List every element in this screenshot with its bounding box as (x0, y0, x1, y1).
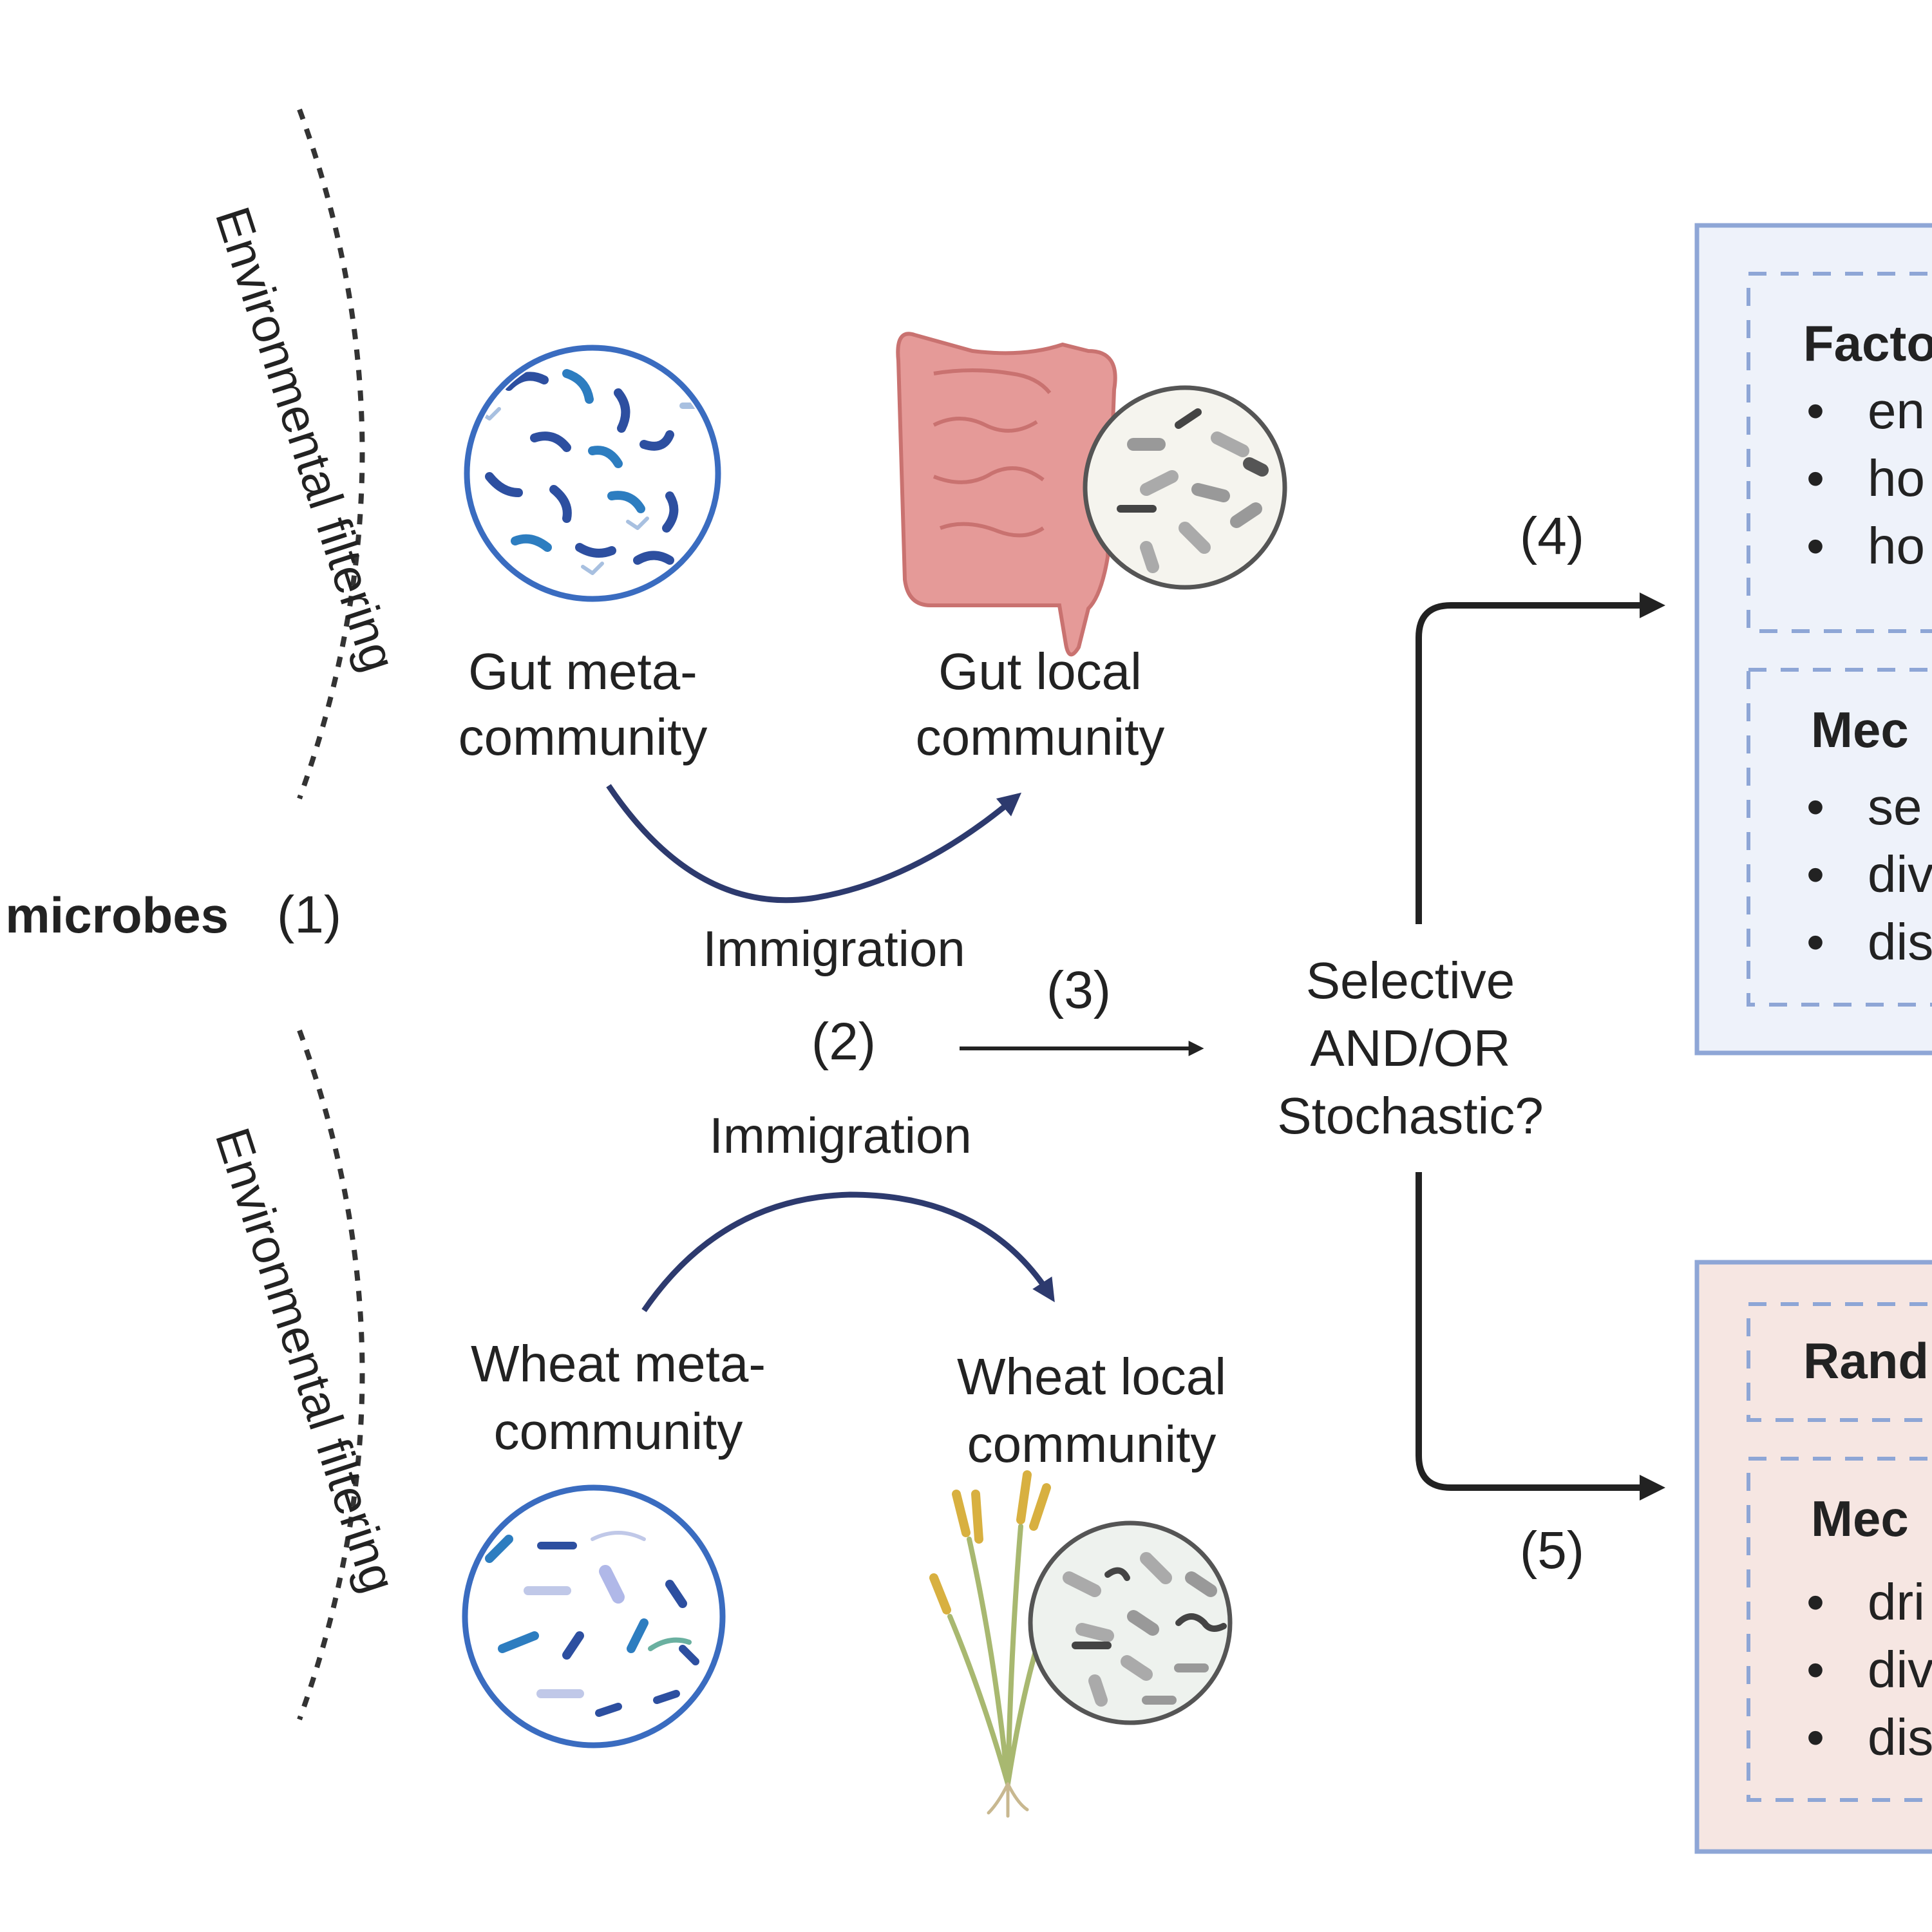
wheat-local-community-line1: Wheat local (957, 1348, 1226, 1405)
gut-intestine-icon (896, 332, 1117, 657)
factor-item-1: en (1868, 382, 1925, 439)
stochastic-mechanisms-heading: Mec (1811, 1490, 1909, 1547)
selective-outcome-box: Facto • en • ho • ho Mec • se • div • di… (1694, 223, 1932, 1056)
gut-meta-community-line1: Gut meta- (468, 643, 697, 700)
gut-local-community-line1: Gut local (938, 643, 1142, 700)
wheat-meta-community-line1: Wheat meta- (471, 1335, 766, 1392)
factor-item-2: ho (1868, 450, 1925, 507)
random-heading: Rand (1803, 1332, 1929, 1389)
wheat-immigration-label: Immigration (709, 1107, 971, 1164)
gut-meta-community-icon (464, 345, 721, 602)
factor-item-3: ho (1868, 517, 1925, 574)
selective-mech-item-3: dis (1868, 913, 1932, 971)
question-line1: Selective (1306, 952, 1515, 1009)
factor-bullet-3: • (1806, 517, 1824, 574)
stochastic-mech-item-1: dri (1868, 1573, 1925, 1631)
stochastic-mech-item-2: div (1868, 1641, 1932, 1698)
step-4-label: (4) (1520, 507, 1584, 565)
question-line3: Stochastic? (1277, 1087, 1544, 1144)
environmental-filter-top: Environmental filtering (205, 108, 406, 800)
selective-mech-bullet-3: • (1806, 913, 1824, 971)
wheat-immigration-arrow (641, 1191, 1055, 1312)
step-5-arrow (1416, 1172, 1665, 1501)
gut-meta-community-line2: community (459, 708, 708, 766)
wheat-meta-community-line2: community (494, 1403, 743, 1460)
step-5-label: (5) (1520, 1521, 1584, 1580)
step-3-label: (3) (1046, 961, 1111, 1019)
selective-mechanisms-heading: Mec (1811, 701, 1909, 758)
factor-bullet-1: • (1806, 382, 1824, 439)
selective-mech-bullet-2: • (1806, 846, 1824, 903)
selective-mech-item-2: div (1868, 846, 1932, 903)
gut-local-community-line2: community (916, 708, 1165, 766)
question-line2: AND/OR (1310, 1019, 1510, 1077)
stochastic-mech-item-3: dis (1868, 1709, 1932, 1766)
microbes-label: microbes (5, 887, 229, 943)
environmental-filter-bottom: Environmental filtering (205, 1029, 406, 1721)
wheat-meta-community-icon (462, 1484, 726, 1748)
environmental-filter-top-label: Environmental filtering (205, 200, 406, 677)
wheat-local-community-line2: community (967, 1416, 1217, 1473)
step-1-label: (1) (277, 886, 341, 944)
environmental-filter-bottom-label: Environmental filtering (205, 1121, 406, 1598)
stochastic-mech-bullet-1: • (1806, 1573, 1824, 1631)
selective-mech-bullet-1: • (1806, 778, 1824, 835)
wheat-plant-icon (929, 1470, 1051, 1818)
stochastic-mech-bullet-3: • (1806, 1709, 1824, 1766)
wheat-local-magnified-icon (1028, 1520, 1233, 1725)
gut-immigration-arrow (606, 784, 1022, 904)
selective-mech-item-1: se (1868, 778, 1922, 835)
gut-immigration-label: Immigration (703, 920, 965, 977)
gut-local-magnified-icon (1083, 385, 1287, 590)
factor-bullet-2: • (1806, 450, 1824, 507)
step-2-label: (2) (811, 1012, 876, 1071)
stochastic-outcome-box: Rand Mec • dri • div • dis (1694, 1260, 1932, 1854)
stochastic-mech-bullet-2: • (1806, 1641, 1824, 1698)
factors-heading: Facto (1803, 315, 1932, 372)
step-4-arrow (1416, 592, 1665, 924)
